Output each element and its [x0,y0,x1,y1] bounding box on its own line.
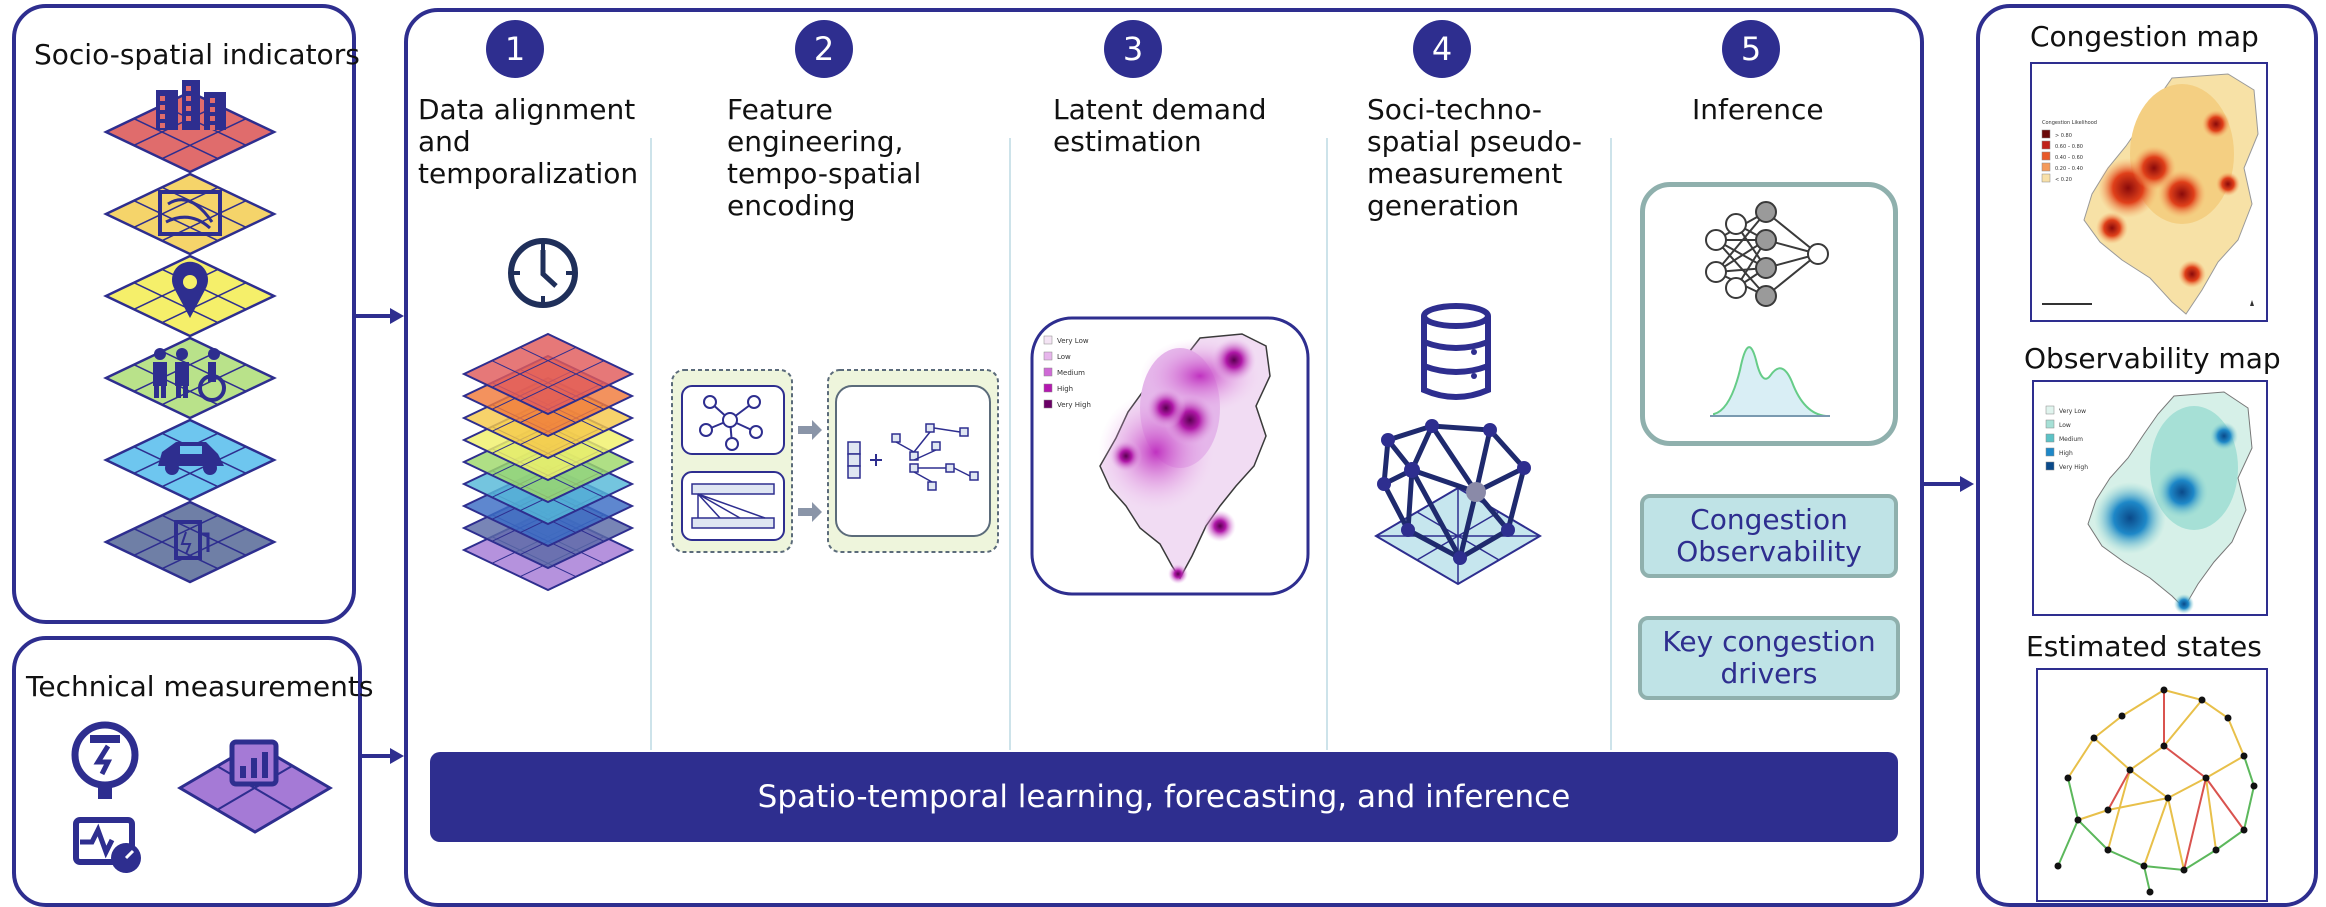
legend-title: Congestion Likelihood [2042,120,2097,126]
divider-4 [1610,138,1612,750]
divider-2 [1009,138,1011,750]
car-layer-icon [103,418,277,502]
legend-label: Low [1057,353,1071,361]
legend-label: Medium [1057,369,1085,377]
temporal-layer-stack [461,332,635,592]
pseudo-measurement-network [1374,419,1542,586]
technical-title: Technical measurements [26,670,374,703]
stack-layer [461,332,635,416]
legend-swatch [1043,383,1053,393]
estimated-states-title: Estimated states [2026,630,2262,663]
database-icon [1421,303,1491,400]
arrow-icons [798,420,822,522]
step-1-number: 1 [486,20,544,78]
sequence-encoder-icon [691,483,775,529]
legend-swatch [1043,367,1053,377]
legend-label: Very Low [2059,408,2086,415]
legend-label: Low [2059,422,2071,429]
step-5-title: Inference [1692,93,1824,126]
legend-swatch [1043,351,1053,361]
legend-label: High [2059,450,2073,457]
legend-swatch [2045,447,2055,457]
legend-swatch [1043,399,1053,409]
legend-label: 0.20 – 0.40 [2055,166,2083,172]
legend-swatch [2041,140,2051,150]
neural-network-icon [1705,201,1829,307]
arrow-technical-to-main [362,748,404,764]
observability-map-title: Observability map [2024,342,2281,375]
legend-label: < 0.20 [2055,177,2072,183]
legend-swatch [1043,335,1053,345]
legend-swatch [2041,173,2051,183]
arrow-main-to-outputs [1924,476,1974,492]
charger-layer-icon [103,500,277,584]
legend-label: High [1057,385,1073,393]
congestion-map: Congestion Likelihood > 0.80 0.60 – 0.80 0.… [2030,62,2268,322]
clock-icon [508,238,578,308]
legend-swatch [2041,129,2051,139]
legend-label: Very High [2059,464,2088,471]
socio-spatial-title: Socio-spatial indicators [34,38,360,71]
step-4-number: 4 [1413,20,1471,78]
legend-swatch [2045,405,2055,415]
people-layer-icon [103,336,277,420]
graph-icon [699,395,763,451]
arrow-socio-to-main [356,308,404,324]
buildings-layer-icon [103,80,277,174]
technical-icons [71,721,333,873]
legend-swatch [2045,433,2055,443]
legend-swatch [2045,419,2055,429]
socio-spatial-layers [103,80,277,584]
meter-icon [71,721,139,799]
chart-layer-icon [177,739,333,834]
step-2-number: 2 [795,20,853,78]
learning-bar: Spatio-temporal learning, forecasting, a… [430,752,1898,842]
legend-label: Medium [2059,436,2083,443]
legend-swatch [2041,151,2051,161]
monitor-gauge-icon [73,817,141,873]
legend-label: Very Low [1057,337,1089,345]
step-3-number: 3 [1104,20,1162,78]
legend-label: Very High [1057,401,1091,409]
legend-label: > 0.80 [2055,133,2072,139]
feature-tree-icon [847,423,979,491]
feature-encoding-diagram [671,369,999,553]
divider-1 [650,138,652,750]
step-5-number: 5 [1722,20,1780,78]
location-pin-layer-icon [103,254,277,338]
legend-label: 0.60 – 0.80 [2055,144,2083,150]
legend-swatch [2045,461,2055,471]
legend-label: 0.40 – 0.60 [2055,155,2083,161]
congestion-map-title: Congestion map [2030,20,2259,53]
legend-swatch [2041,162,2051,172]
map-layer-icon [103,172,277,256]
estimated-states-graph [2036,668,2268,902]
density-curve-icon [1710,346,1830,417]
divider-3 [1326,138,1328,750]
